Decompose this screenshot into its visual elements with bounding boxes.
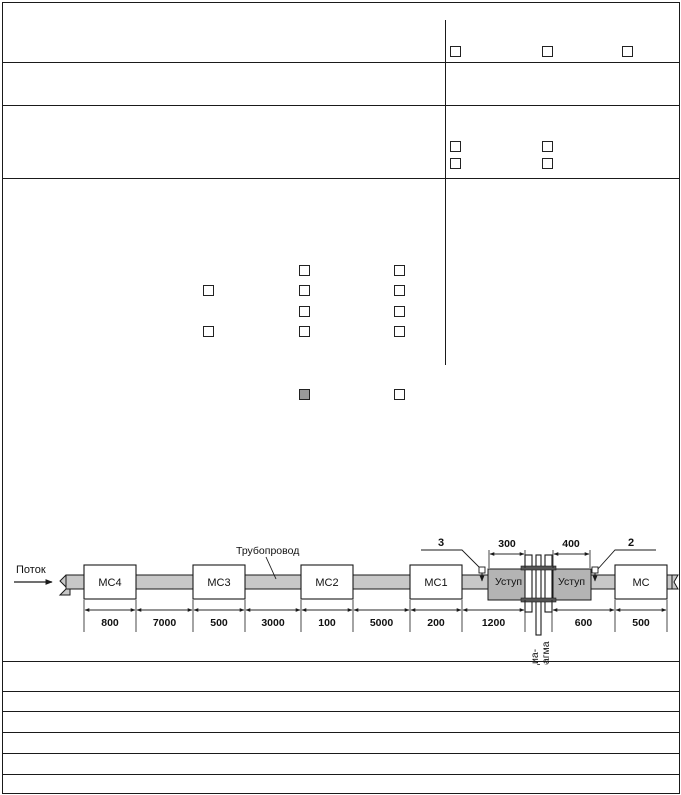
- checkbox-grid-r2-c2[interactable]: [299, 285, 310, 296]
- tap-marker-right: [591, 566, 599, 574]
- flange-bolt-top: [520, 565, 557, 571]
- form-right-border: [679, 2, 680, 794]
- svg-text:МС: МС: [632, 577, 649, 589]
- table-row-line-1: [2, 661, 680, 662]
- pipe-right-end: [671, 574, 679, 590]
- checkbox-grid-r4-c1[interactable]: [203, 326, 214, 337]
- dimension-step-left: 300: [488, 538, 526, 568]
- pipeline-leader-line: [265, 556, 277, 580]
- callout-2: 2: [628, 537, 634, 549]
- checkbox-row3-b2[interactable]: [542, 158, 553, 169]
- checkbox-grid-r1-c2[interactable]: [299, 265, 310, 276]
- table-row-line-6: [2, 774, 680, 775]
- dimension-value: 1200: [482, 617, 506, 629]
- diaphragm-plate: [535, 554, 542, 636]
- svg-text:МС4: МС4: [98, 577, 121, 589]
- checkbox-grid-r4-c2[interactable]: [299, 326, 310, 337]
- column-divider: [445, 20, 446, 365]
- flange-left: [524, 554, 533, 613]
- diaphragm-label: Диа- фрагма: [529, 641, 552, 665]
- row-divider-3: [2, 178, 680, 179]
- svg-text:фрагма: фрагма: [540, 641, 552, 665]
- dimension-step-right: 400: [552, 538, 591, 568]
- flow-label: Поток: [16, 564, 46, 576]
- dimension-value: 600: [575, 617, 593, 629]
- measuring-section-ms4: МС4: [83, 564, 137, 600]
- checkbox-grid-r3-c2[interactable]: [299, 306, 310, 317]
- pipeline-label: Трубопровод: [236, 545, 299, 557]
- tap-marker-left: [478, 566, 486, 574]
- form-top-border: [2, 2, 680, 3]
- table-row-line-4: [2, 732, 680, 733]
- measuring-section-ms: МС: [614, 564, 668, 600]
- dimension-value: 200: [427, 617, 445, 629]
- svg-text:МС2: МС2: [315, 577, 338, 589]
- svg-text:300: 300: [498, 538, 516, 550]
- flange-bolt-bottom: [520, 597, 557, 603]
- checkbox-selection-2[interactable]: [394, 389, 405, 400]
- measuring-section-ms3: МС3: [192, 564, 246, 600]
- flange-right: [544, 554, 553, 613]
- dimension-value: 5000: [370, 617, 394, 629]
- callout-3: 3: [438, 537, 444, 549]
- dimension-value: 500: [632, 617, 650, 629]
- checkbox-row3-b1[interactable]: [450, 158, 461, 169]
- measuring-section-ms1: МС1: [409, 564, 463, 600]
- dimension-value: 3000: [261, 617, 285, 629]
- checkbox-grid-r2-c3[interactable]: [394, 285, 405, 296]
- svg-text:Диа-: Диа-: [529, 648, 541, 665]
- table-row-line-2: [2, 691, 680, 692]
- step-label-left: Уступ: [495, 576, 522, 588]
- step-label-right: Уступ: [558, 576, 585, 588]
- checkbox-row3-a1[interactable]: [450, 141, 461, 152]
- checkbox-grid-r4-c3[interactable]: [394, 326, 405, 337]
- form-left-border: [2, 2, 3, 794]
- checkbox-row1-option1[interactable]: [450, 46, 461, 57]
- step-block-left: [487, 568, 527, 601]
- checkbox-grid-r2-c1[interactable]: [203, 285, 214, 296]
- dimension-chain: 800 7000 500 3000 100 5000 200 1200 600 500: [83, 600, 668, 632]
- checkbox-grid-r3-c3[interactable]: [394, 306, 405, 317]
- svg-text:400: 400: [562, 538, 580, 550]
- checkbox-row1-option2[interactable]: [542, 46, 553, 57]
- dimension-value: 500: [210, 617, 228, 629]
- measuring-section-ms2: МС2: [300, 564, 354, 600]
- pipeline-diagram: Поток Уступ Уступ МС4 МС3 МС2 МС1 МС Тру…: [14, 537, 679, 665]
- form-bottom-border: [2, 793, 680, 794]
- dimension-value: 7000: [153, 617, 177, 629]
- svg-text:МС3: МС3: [207, 577, 230, 589]
- table-row-line-5: [2, 753, 680, 754]
- callout-2-leader: [596, 549, 656, 571]
- svg-text:МС1: МС1: [424, 577, 447, 589]
- checkbox-grid-r1-c3[interactable]: [394, 265, 405, 276]
- checkbox-selection-1[interactable]: [299, 389, 310, 400]
- table-row-line-3: [2, 711, 680, 712]
- dimension-value: 100: [318, 617, 336, 629]
- checkbox-row3-a2[interactable]: [542, 141, 553, 152]
- step-block-right: [552, 568, 592, 601]
- checkbox-row1-option3[interactable]: [622, 46, 633, 57]
- row-divider-2: [2, 105, 680, 106]
- row-divider-1: [2, 62, 680, 63]
- dimension-value: 800: [101, 617, 119, 629]
- callout-3-leader: [421, 549, 483, 571]
